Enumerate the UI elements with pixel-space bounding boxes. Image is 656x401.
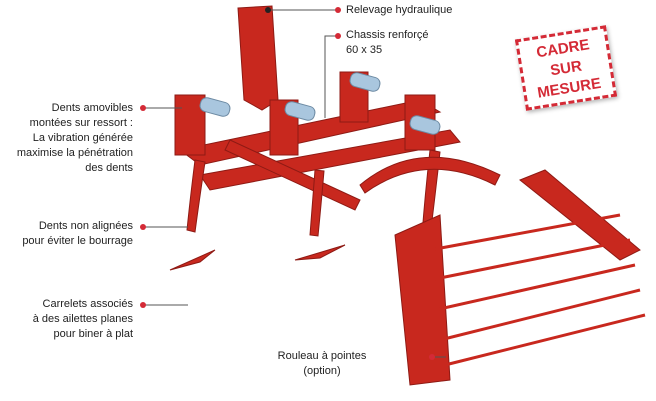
callout-text: à des ailettes planes — [32, 313, 133, 325]
callout-text: des dents — [85, 162, 133, 174]
callout-carrelets: Carrelets associés à des ailettes planes… — [33, 297, 133, 342]
tine — [309, 169, 325, 237]
spring — [199, 97, 231, 117]
spring — [349, 72, 381, 92]
flat-share — [169, 249, 216, 271]
roller-side-plate — [394, 214, 451, 386]
callout-chassis: Chassis renforçé 60 x 35 — [346, 28, 429, 58]
frame-beam — [199, 129, 461, 191]
flat-share — [294, 244, 346, 261]
callout-dents-amovibles: Dents amovibles montées sur ressort : La… — [17, 101, 133, 176]
callout-dents-non-alignees: Dents non alignées pour éviter le bourra… — [22, 219, 133, 249]
callout-text: Relevage hydraulique — [346, 4, 453, 16]
hydraulic-mast — [237, 5, 279, 111]
spring — [284, 101, 316, 121]
callout-text: Carrelets associés — [42, 298, 133, 310]
roller-side-plate — [519, 169, 641, 261]
leader-lines — [143, 9, 446, 358]
callout-text: montées sur ressort : — [29, 117, 133, 129]
spring — [409, 115, 441, 135]
callout-text: Dents non alignées — [38, 220, 133, 232]
callout-text: 60 x 35 — [346, 44, 383, 56]
callout-text: Dents amovibles — [51, 102, 133, 114]
callout-text: Chassis renforçé — [346, 29, 429, 41]
callout-text: pour biner à plat — [53, 328, 134, 340]
roller-bars — [429, 213, 646, 367]
tine — [186, 159, 206, 233]
roller-arm — [359, 156, 501, 194]
callout-dots — [140, 7, 435, 360]
callout-rouleau: Rouleau à pointes (option) — [262, 349, 382, 379]
callout-text: Rouleau à pointes — [277, 350, 367, 362]
callout-relevage-hydraulique: Relevage hydraulique — [346, 3, 452, 18]
callout-text: maximise la pénétration — [16, 147, 133, 159]
callout-text: La vibration générée — [32, 132, 133, 144]
cadre-sur-mesure-stamp: CADRE SUR MESURE — [514, 25, 618, 111]
callout-text: pour éviter le bourrage — [22, 235, 133, 247]
callout-text: (option) — [303, 365, 341, 377]
